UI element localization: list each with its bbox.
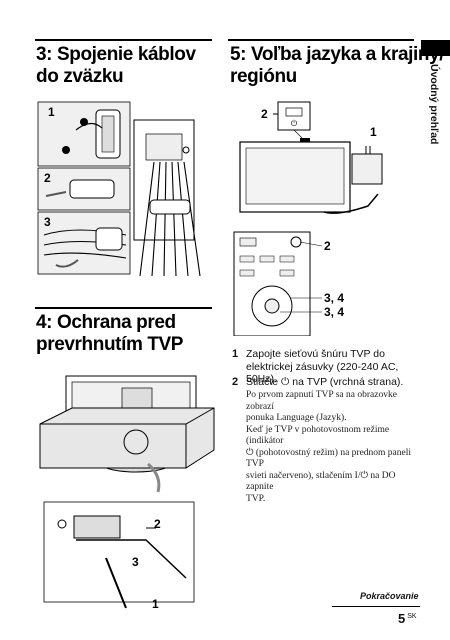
note-line: TVP.	[246, 493, 266, 504]
step-2: 2 Stlačte ⏻ na TVP (vrchná strana).	[232, 376, 428, 390]
step-2-number: 2	[232, 376, 239, 388]
side-tab	[421, 40, 450, 56]
cables-callout-3: 3	[44, 215, 51, 229]
tip-callout-2: 2	[154, 517, 161, 531]
tip-callout-3: 3	[132, 555, 139, 569]
continued-rule	[332, 606, 420, 607]
rule-left-top	[35, 39, 212, 41]
svg-text:⏻: ⏻	[291, 119, 298, 128]
tv-power-illustration: ⏻ 2 1	[239, 101, 383, 214]
cable-bundling-illustration: 1 2 3	[36, 100, 213, 276]
heading-language: 5: Voľba jazyka a krajiny/ regiónu	[230, 44, 445, 87]
cables-callout-1: 1	[48, 105, 55, 119]
step-1-text: Zapojte sieťovú šnúru TVP do elektrickej…	[246, 348, 399, 385]
note-line: Po prvom zapnutí TVP sa na obrazovke zob…	[246, 390, 397, 412]
note-line: svieti načerveno), stlačením I/⏻ na DO z…	[246, 470, 396, 493]
side-label: Úvodný prehľad	[428, 64, 440, 145]
continued-label: Pokračovanie	[360, 591, 419, 601]
remote-callout-b: 3, 4	[324, 291, 344, 305]
step-1-number: 1	[232, 348, 239, 360]
note-line: ⏻ (pohotovostný režim) na prednom paneli…	[246, 447, 412, 470]
step-2-note: Po prvom zapnutí TVP sa na obrazovke zob…	[246, 390, 421, 505]
remote-callout-c: 3, 4	[324, 305, 344, 319]
step-1: 1 Zapojte sieťovú šnúru TVP do elektrick…	[232, 348, 428, 385]
note-line: ponuka Language (Jazyk).	[246, 413, 347, 423]
heading-tip: 4: Ochrana pred prevrhnutím TVP	[36, 312, 184, 355]
note-line: Keď je TVP v pohotovostnom režime (indik…	[246, 424, 390, 447]
heading-cables: 3: Spojenie káblov do zväzku	[36, 44, 196, 87]
tip-protection-illustration: 2 3 1	[39, 375, 215, 611]
remote-callout-a: 2	[324, 239, 331, 253]
tip-callout-1: 1	[152, 597, 159, 611]
rule-right-top	[228, 39, 414, 41]
cables-callout-2: 2	[44, 171, 51, 185]
step-2-text: Stlačte ⏻ na TVP (vrchná strana).	[246, 376, 404, 388]
power-callout: 2	[261, 107, 268, 121]
remote-illustration: 2 3, 4 3, 4	[233, 231, 344, 336]
plug-callout: 1	[370, 125, 377, 139]
rule-left-mid	[35, 307, 212, 309]
